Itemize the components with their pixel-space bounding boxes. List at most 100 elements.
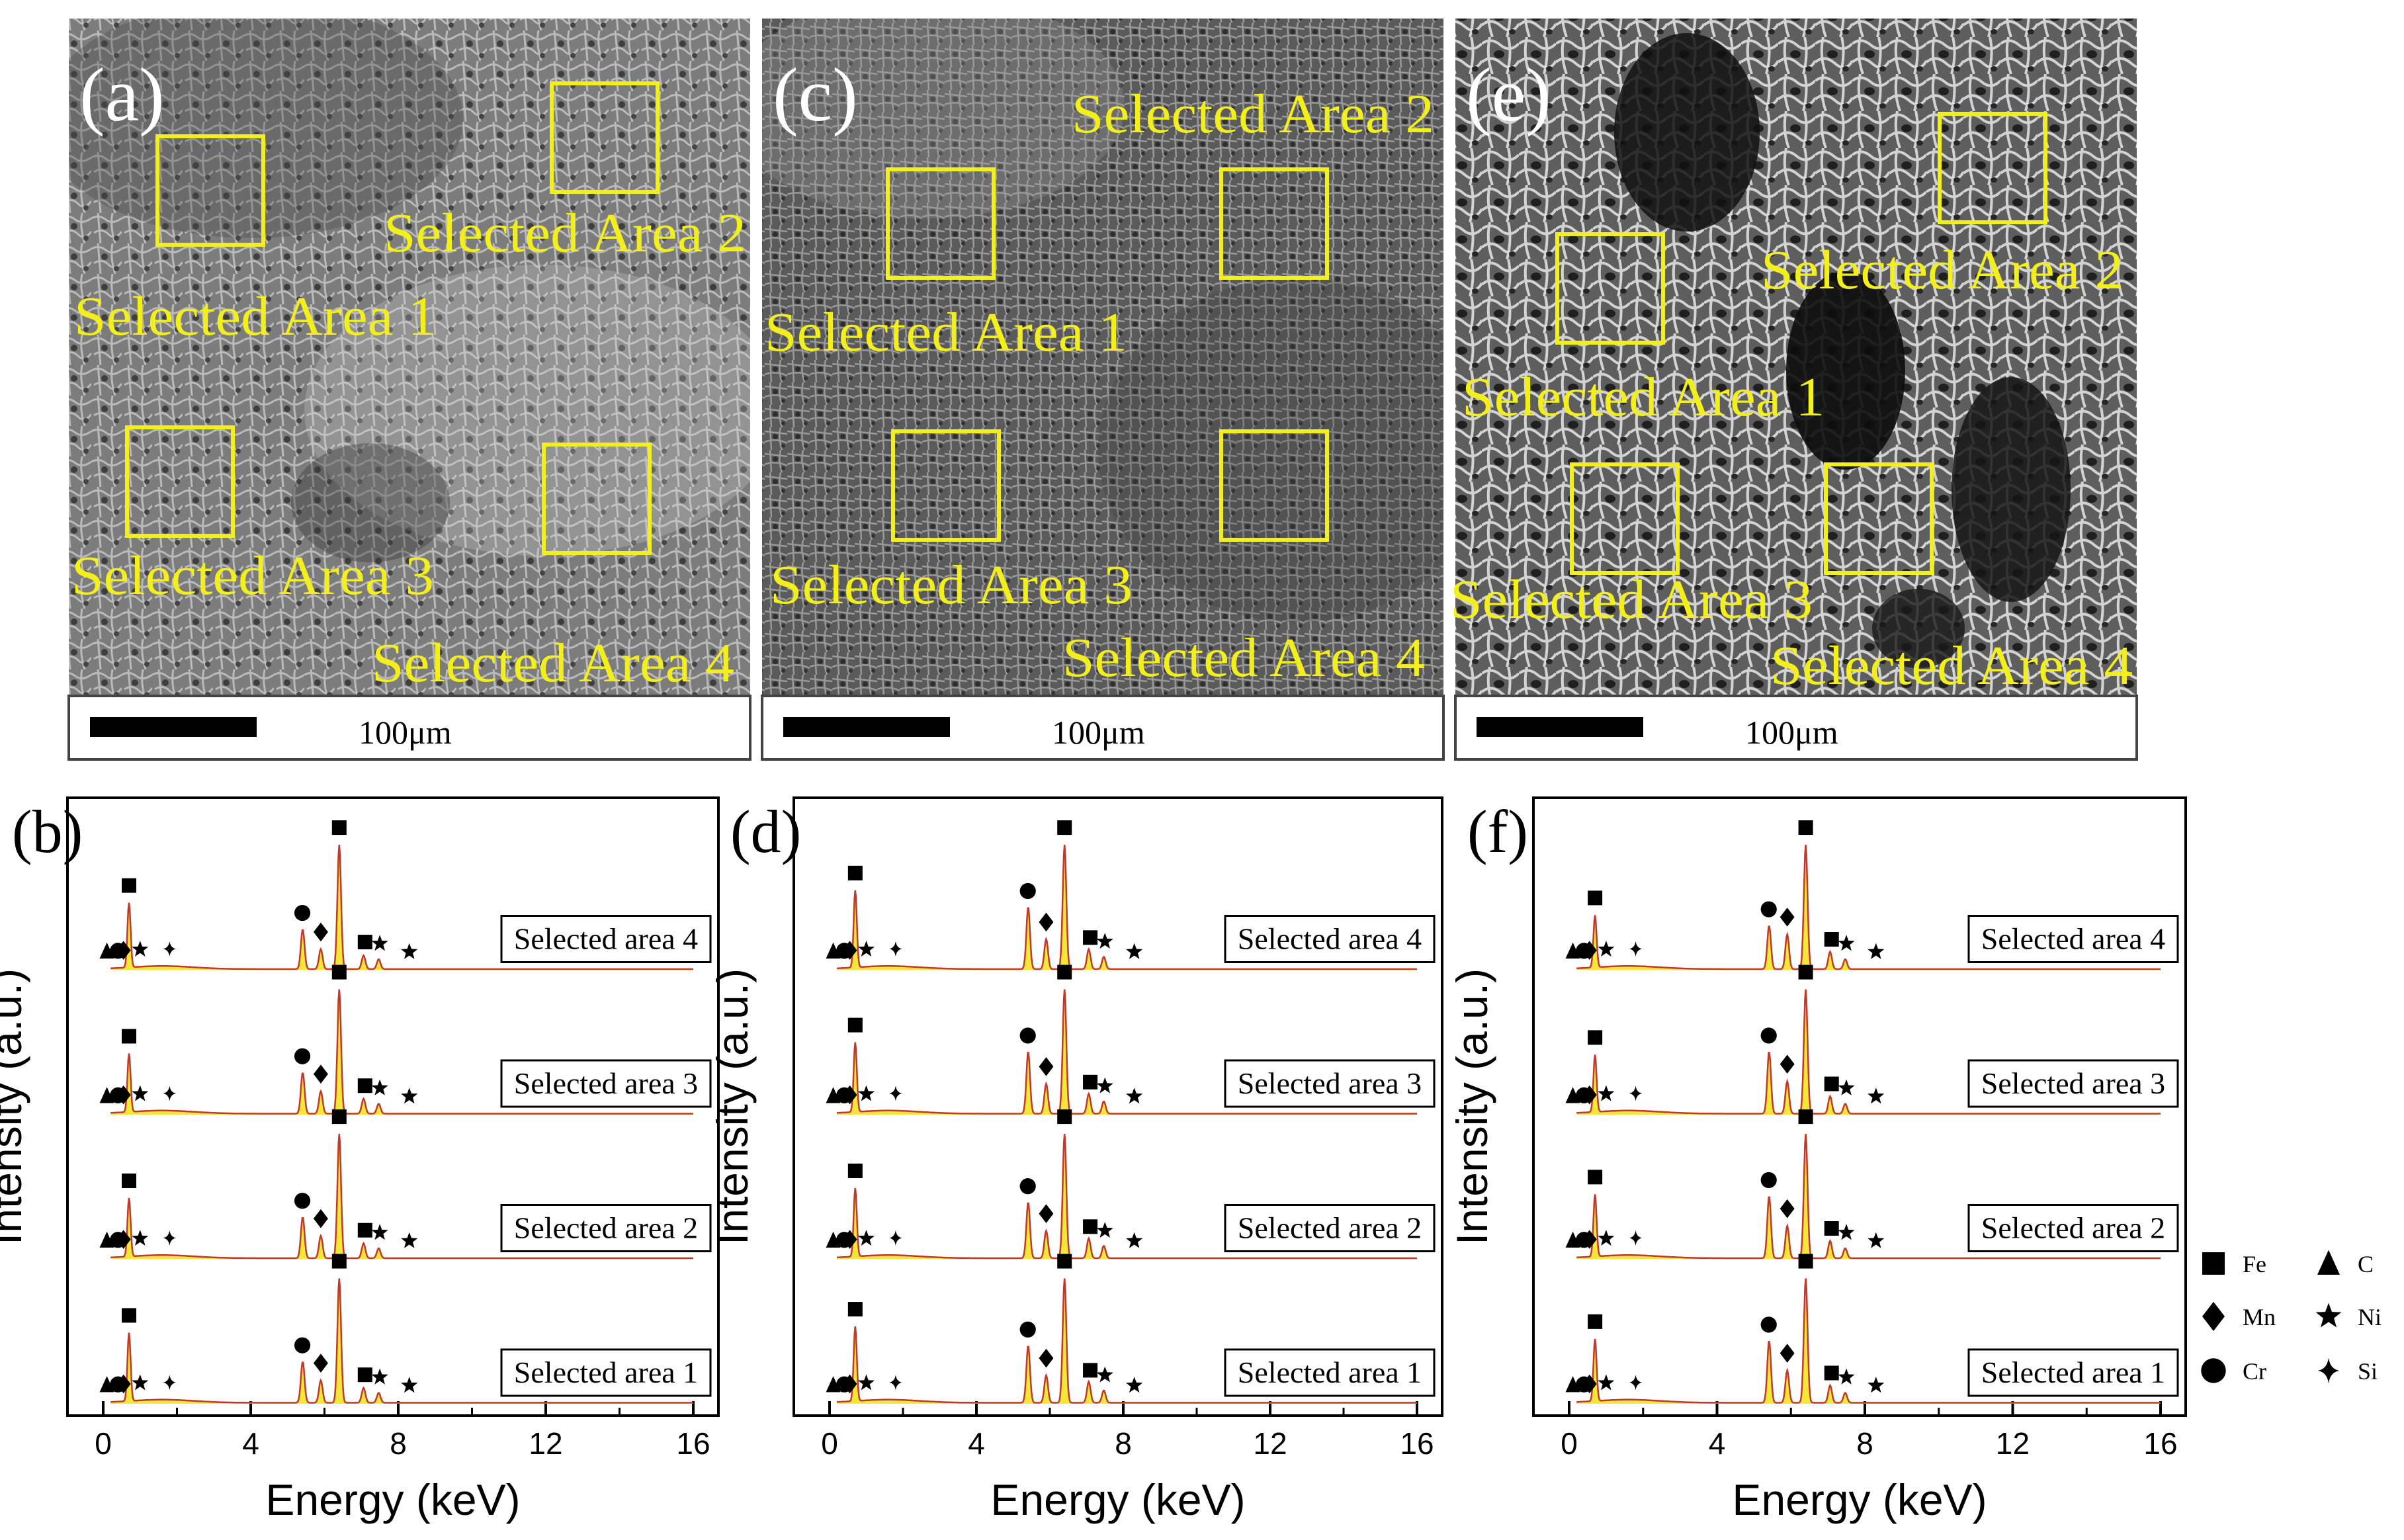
spectrum-line — [110, 989, 693, 1115]
cross-marker — [1629, 1375, 1643, 1390]
diamond-marker — [313, 1064, 328, 1084]
plot-frame — [1532, 796, 2187, 1417]
series-label-box — [500, 1059, 712, 1108]
selected-area-3-box — [1570, 462, 1680, 575]
selected-area-2-box — [1219, 167, 1329, 280]
triangle-marker — [1565, 1231, 1580, 1248]
square-marker — [847, 1017, 863, 1033]
triangle-marker — [99, 1087, 114, 1103]
star-marker — [1598, 1374, 1615, 1390]
triangle-marker — [826, 1376, 841, 1392]
selected-area-2-box — [1938, 112, 2047, 224]
sem-image-c-shading — [762, 19, 1443, 622]
legend-label: C — [2358, 1251, 2374, 1277]
diamond-marker — [842, 1374, 857, 1394]
x-tick-label: 12 — [529, 1426, 562, 1461]
star-marker — [1838, 1368, 1855, 1385]
sem-image-e-shading — [1614, 33, 2071, 668]
square-marker — [122, 1174, 137, 1189]
spectrum-trace: Selected area 4 — [826, 820, 1436, 970]
series-label-box — [1967, 915, 2179, 963]
square-marker — [1083, 1074, 1098, 1090]
series-label-box — [1967, 1204, 2179, 1252]
series-label: Selected area 1 — [1981, 1355, 2165, 1389]
spectrum-trace: Selected area 1 — [99, 1254, 712, 1404]
star-marker — [401, 1088, 418, 1104]
spectrum-trace: Selected area 1 — [826, 1254, 1436, 1404]
series-label: Selected area 3 — [514, 1066, 698, 1100]
star-marker — [1838, 1224, 1855, 1240]
circle-marker — [294, 904, 311, 921]
square-marker — [1824, 1221, 1839, 1236]
spectrum-trace: Selected area 4 — [1565, 820, 2179, 970]
diamond-marker — [1039, 912, 1054, 932]
square-marker — [122, 1308, 137, 1323]
triangle-marker — [99, 942, 114, 959]
square-marker — [1588, 890, 1603, 906]
square-marker — [1824, 1076, 1839, 1091]
square-marker — [1588, 1314, 1603, 1329]
selected-area-3-label: Selected Area 3 — [71, 545, 434, 607]
circle-marker — [1019, 882, 1036, 900]
x-axis-label: Energy (keV) — [990, 1475, 1245, 1524]
star-marker — [857, 1230, 875, 1246]
star-marker — [371, 1079, 388, 1095]
diamond-marker — [1039, 1057, 1054, 1076]
x-tick-label: 16 — [676, 1426, 710, 1461]
selected-area-4-box — [542, 443, 652, 555]
triangle-marker — [99, 1231, 114, 1248]
plot-frame — [66, 796, 720, 1417]
cross-marker — [1629, 1230, 1643, 1246]
spectrum-line — [110, 1134, 693, 1260]
x-tick-label: 0 — [821, 1426, 838, 1461]
star-marker — [857, 1374, 875, 1390]
series-label: Selected area 2 — [1238, 1211, 1422, 1245]
star-marker — [1867, 1377, 1885, 1393]
cross-marker — [163, 941, 177, 957]
x-tick-label: 8 — [390, 1426, 407, 1461]
square-marker — [1083, 1219, 1098, 1234]
x-tick-label: 0 — [95, 1426, 112, 1461]
diamond-marker — [1582, 1085, 1597, 1105]
triangle-marker — [826, 1087, 841, 1103]
spectrum-trace: Selected area 4 — [99, 820, 712, 970]
x-tick-label: 12 — [1996, 1426, 2030, 1461]
panel-letter-e: (e) — [1466, 53, 1551, 138]
sem-image-c — [762, 19, 1443, 695]
spectrum-line — [1576, 1278, 2161, 1404]
cross-marker — [1629, 941, 1643, 957]
legend-item: Ni — [2315, 1303, 2382, 1330]
star-marker — [1598, 1230, 1615, 1246]
diamond-marker — [116, 1085, 131, 1105]
series-label: Selected area 4 — [1238, 922, 1422, 956]
diamond-marker — [116, 1230, 131, 1249]
diamond-marker — [1780, 1344, 1795, 1363]
square-marker — [847, 865, 863, 880]
square-marker — [1798, 964, 1813, 980]
y-axis-label: Intensity (a.u.) — [0, 968, 30, 1245]
selected-area-3-label: Selected Area 3 — [770, 554, 1133, 616]
legend-item: Cr — [2201, 1358, 2266, 1385]
triangle-marker — [99, 1376, 114, 1392]
star-marker — [1838, 1079, 1855, 1095]
spectrum-line — [110, 1278, 693, 1404]
x-tick-label: 4 — [242, 1426, 259, 1461]
sem-image-a — [69, 19, 750, 695]
spectrum-line — [836, 989, 1417, 1115]
square-marker — [847, 1302, 863, 1317]
selected-area-1-box — [155, 134, 265, 247]
diamond-marker — [1582, 941, 1597, 960]
scale-bar-c — [783, 717, 950, 737]
panel-letter-b: (b) — [12, 798, 83, 865]
spectrum-trace: Selected area 3 — [1565, 964, 2179, 1115]
legend-label: Mn — [2243, 1304, 2276, 1330]
scale-bar-label-c: 100μm — [1052, 714, 1145, 751]
x-tick-label: 16 — [1400, 1426, 1434, 1461]
sem-panel-c: (c) Selected Area 1 Selected Area 2 Sele… — [761, 19, 1445, 761]
square-marker — [122, 878, 137, 893]
star-marker — [1598, 1085, 1615, 1101]
x-tick-label: 8 — [1115, 1426, 1132, 1461]
